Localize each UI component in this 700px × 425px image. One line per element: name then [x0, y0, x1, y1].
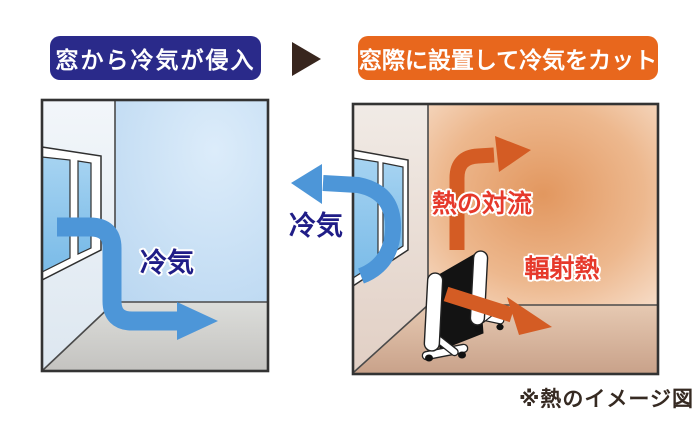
left-room-back-wall	[115, 100, 268, 302]
footnote-text: ※熱のイメージ図	[519, 388, 694, 411]
heat-convection-label: 熱の対流	[431, 190, 532, 218]
after-caption-badge: 窓際に設置して冷気をカット	[358, 36, 658, 80]
right-room	[291, 102, 660, 376]
cold-air-blocked-arrow-head	[291, 164, 322, 204]
radiant-heat-arrow-head	[507, 297, 552, 335]
heater-wheel	[474, 325, 482, 333]
heat-convection-arrow	[449, 136, 531, 250]
right-room-border	[351, 102, 660, 376]
heater-wheel	[496, 323, 504, 331]
after-caption-text: 窓際に設置して冷気をカット	[358, 47, 658, 73]
left-room	[40, 98, 270, 373]
radiant-heat-label: 輻射熱	[524, 255, 600, 283]
heater-wheel	[458, 351, 466, 359]
heat-convection-arrow-shaft	[449, 147, 495, 250]
cold-air-label-center: 冷気	[289, 211, 343, 241]
step-arrow-icon	[292, 42, 321, 76]
heat-convection-arrow-head	[495, 136, 531, 172]
cold-air-blocked-arrow-shaft	[322, 175, 402, 284]
left-room-floor-edge-line	[42, 301, 116, 371]
before-caption-text: 窓から冷気が侵入	[55, 47, 256, 73]
radiant-heat-arrow	[443, 286, 552, 335]
left-room-border	[40, 98, 270, 373]
window-pane	[77, 160, 92, 255]
heater-side-bar	[423, 272, 444, 352]
cold-air-flow-arrow-head	[177, 302, 218, 340]
before-caption-badge: 窓から冷気が侵入	[50, 36, 261, 80]
cold-air-flow-arrow-shaft	[57, 217, 177, 331]
right-room-floor-edge-line	[353, 304, 429, 373]
cold-air-label-left-room: 冷気	[140, 248, 194, 278]
cold-air-blocked-arrow	[291, 164, 402, 284]
heater-wheel	[425, 354, 433, 362]
window-pane	[41, 156, 71, 273]
cold-air-flow-arrow	[57, 217, 218, 340]
radiant-heat-arrow-shaft	[443, 286, 515, 323]
